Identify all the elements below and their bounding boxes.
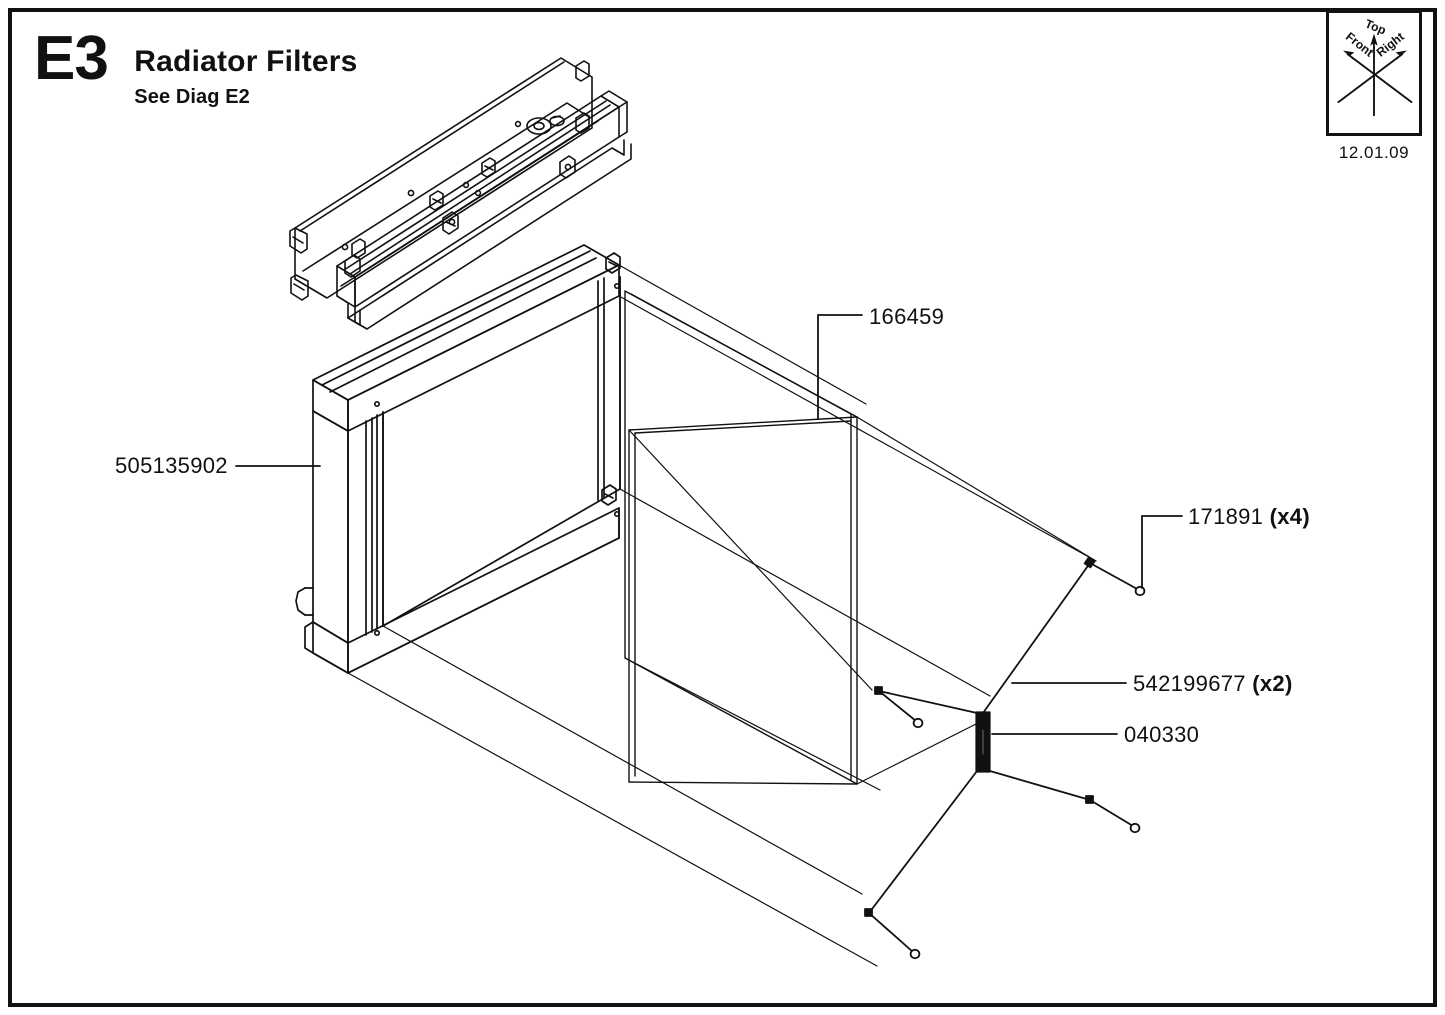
upper-channel-rail: [336, 90, 632, 330]
diagram-subtitle: See Diag E2: [134, 85, 250, 108]
leader-166459: [817, 314, 863, 419]
title-block: E3 Radiator Filters See Diag E2: [34, 24, 554, 110]
part-label-166459: 166459: [869, 306, 944, 328]
leader-171891: [1141, 515, 1183, 589]
part-label-040330: 040330: [1124, 724, 1199, 746]
part-number: 166459: [869, 304, 945, 329]
right-arrowhead: [1395, 50, 1407, 60]
page-title: Radiator Filters: [134, 45, 358, 78]
explosion-guide-lines: [347, 264, 1097, 967]
orientation-label-top: Top: [1363, 17, 1388, 38]
part-label-171891: 171891 (x4): [1188, 506, 1310, 528]
part-number: 542199677: [1133, 671, 1246, 696]
part-number: 040330: [1124, 722, 1200, 747]
diagram-code: E3: [34, 24, 109, 93]
part-qty: (x4): [1269, 504, 1310, 529]
part-number: 505135902: [115, 453, 228, 478]
hardware-cluster: [864, 556, 1146, 960]
part-qty: (x2): [1252, 671, 1293, 696]
part-number: 171891: [1188, 504, 1264, 529]
front-arrowhead: [1343, 50, 1355, 60]
top-arrowhead: [1370, 33, 1378, 46]
latch-block: [975, 711, 991, 773]
orientation-box: Top Front Right: [1326, 10, 1422, 136]
orientation-block: Top Front Right 12.01.09: [1326, 10, 1422, 163]
part-label-542199677: 542199677 (x2): [1133, 673, 1293, 695]
part-label-505135902: 505135902: [115, 455, 228, 477]
drawing-date: 12.01.09: [1338, 143, 1410, 162]
orientation-compass-icon: Top Front Right: [1337, 17, 1413, 117]
